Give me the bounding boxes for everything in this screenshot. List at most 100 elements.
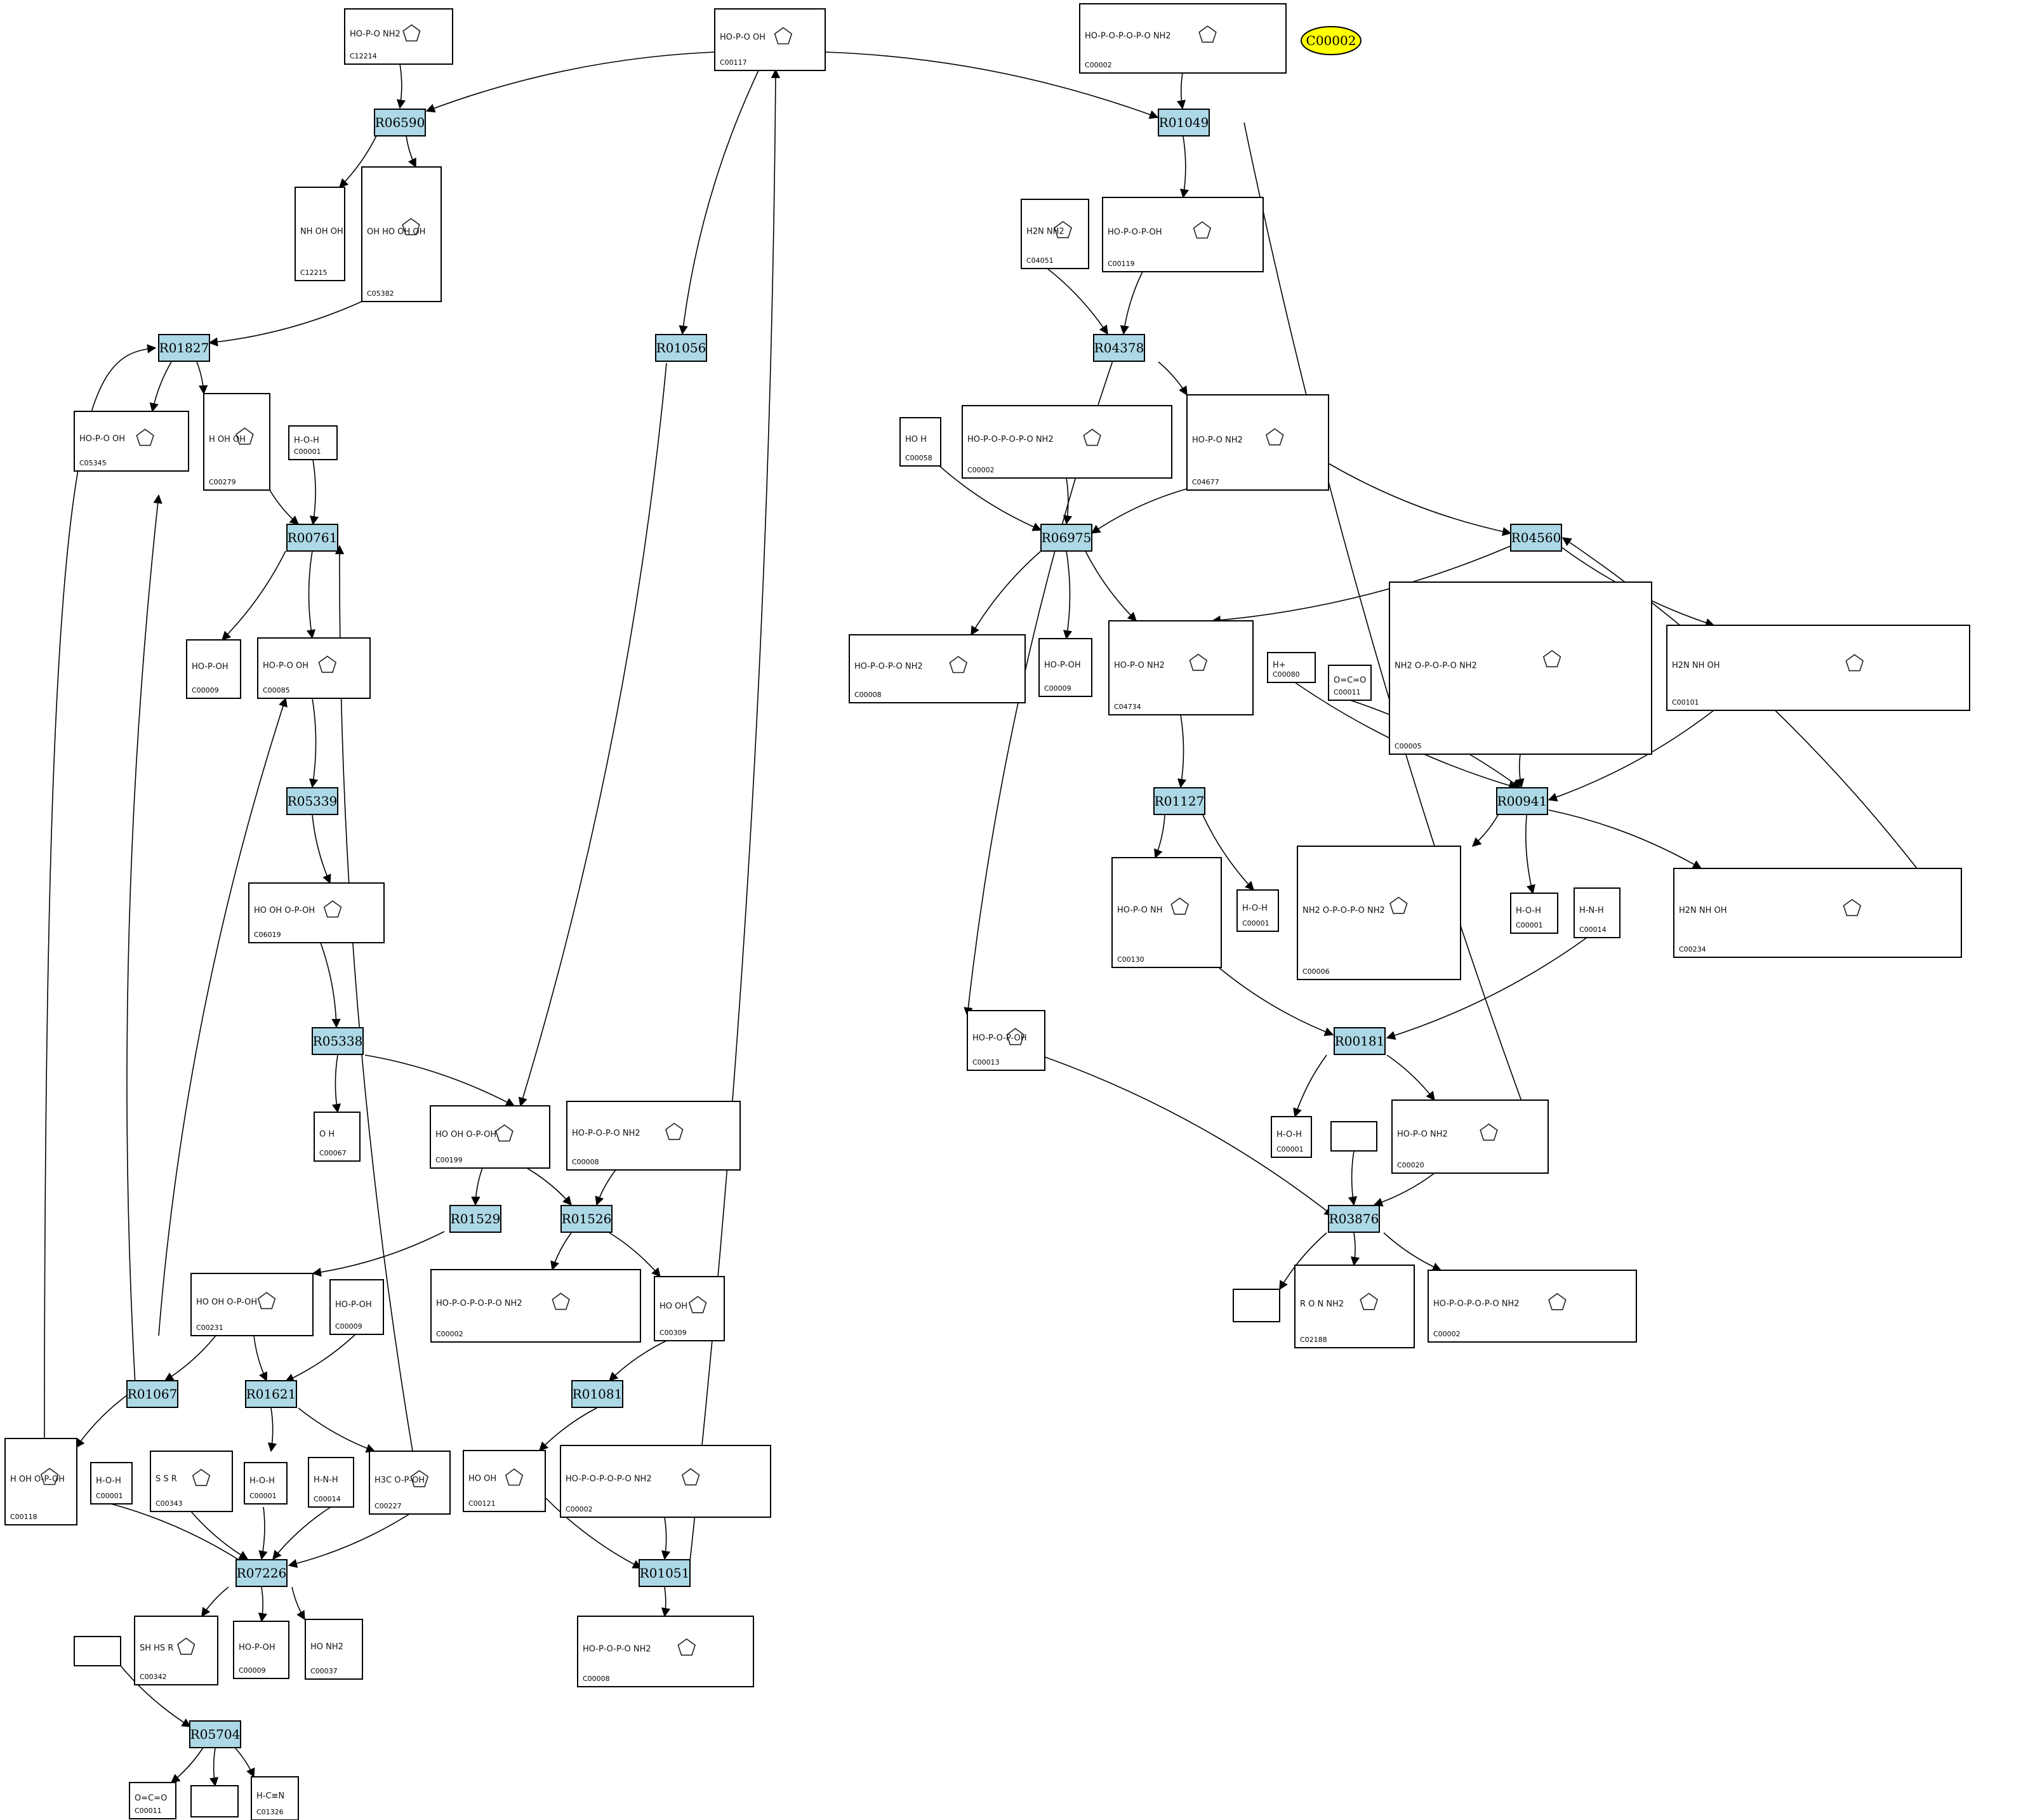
reaction-node-r05338[interactable]: R05338 [312, 1027, 364, 1055]
reaction-node-r07226[interactable]: R07226 [235, 1559, 288, 1587]
reaction-edge [1293, 1054, 1327, 1118]
reaction-node-r03876[interactable]: R03876 [1328, 1205, 1380, 1233]
reaction-edge [1383, 1232, 1442, 1272]
reaction-edge [170, 1747, 204, 1783]
reaction-node-r01827[interactable]: R01827 [158, 334, 210, 362]
compound-node[interactable] [1233, 1289, 1280, 1322]
reaction-edge [1386, 1054, 1435, 1101]
reaction-node-r01067[interactable]: R01067 [126, 1380, 178, 1408]
reaction-edge [258, 1506, 268, 1560]
reaction-node-r04560[interactable]: R04560 [1510, 524, 1562, 552]
reaction-edge [1202, 814, 1254, 891]
reaction-edge [309, 459, 319, 526]
highlighted-compound[interactable]: C00002 [1301, 26, 1362, 55]
reaction-node-r01081[interactable]: R01081 [571, 1380, 623, 1408]
reaction-node-r01049[interactable]: R01049 [1158, 109, 1210, 136]
compound-id: C06019 [254, 931, 281, 939]
reaction-node-r01051[interactable]: R01051 [639, 1559, 691, 1587]
compound-node[interactable]: HO OH O-P-OH C06019 [248, 882, 385, 943]
reaction-node-r00941[interactable]: R00941 [1496, 787, 1548, 815]
ring-sketch [1265, 428, 1284, 446]
compound-formula: HO OH O-P-OH [254, 906, 315, 915]
reaction-node-r01621[interactable]: R01621 [245, 1380, 297, 1408]
compound-node[interactable] [74, 1636, 121, 1666]
compound-box [1391, 1099, 1549, 1174]
reaction-edge [595, 1169, 616, 1206]
reaction-node-r06590[interactable]: R06590 [374, 109, 426, 136]
reaction-node-r01127[interactable]: R01127 [1153, 787, 1205, 815]
reaction-node-r01056[interactable]: R01056 [655, 334, 707, 362]
compound-node[interactable] [1330, 1121, 1377, 1152]
reaction-node-r01529[interactable]: R01529 [449, 1205, 501, 1233]
compound-node[interactable]: H+C00080 [1267, 652, 1316, 683]
reaction-node-r05704[interactable]: R05704 [189, 1720, 241, 1748]
compound-node[interactable] [190, 1785, 239, 1817]
reaction-node-r05339[interactable]: R05339 [286, 787, 338, 815]
reaction-box [312, 1027, 364, 1055]
compound-box [1233, 1289, 1280, 1322]
reaction-node-r01526[interactable]: R01526 [560, 1205, 613, 1233]
reaction-node-r00181[interactable]: R00181 [1334, 1027, 1386, 1055]
reaction-node-r04378[interactable]: R04378 [1093, 334, 1145, 362]
ring-sketch [949, 656, 968, 674]
reaction-edge [338, 135, 377, 189]
compound-formula: H-O-H [294, 436, 319, 446]
reaction-node-r06975[interactable]: R06975 [1040, 524, 1092, 552]
compound-id: C00234 [1679, 945, 1706, 953]
reaction-node-r00761[interactable]: R00761 [286, 524, 338, 552]
